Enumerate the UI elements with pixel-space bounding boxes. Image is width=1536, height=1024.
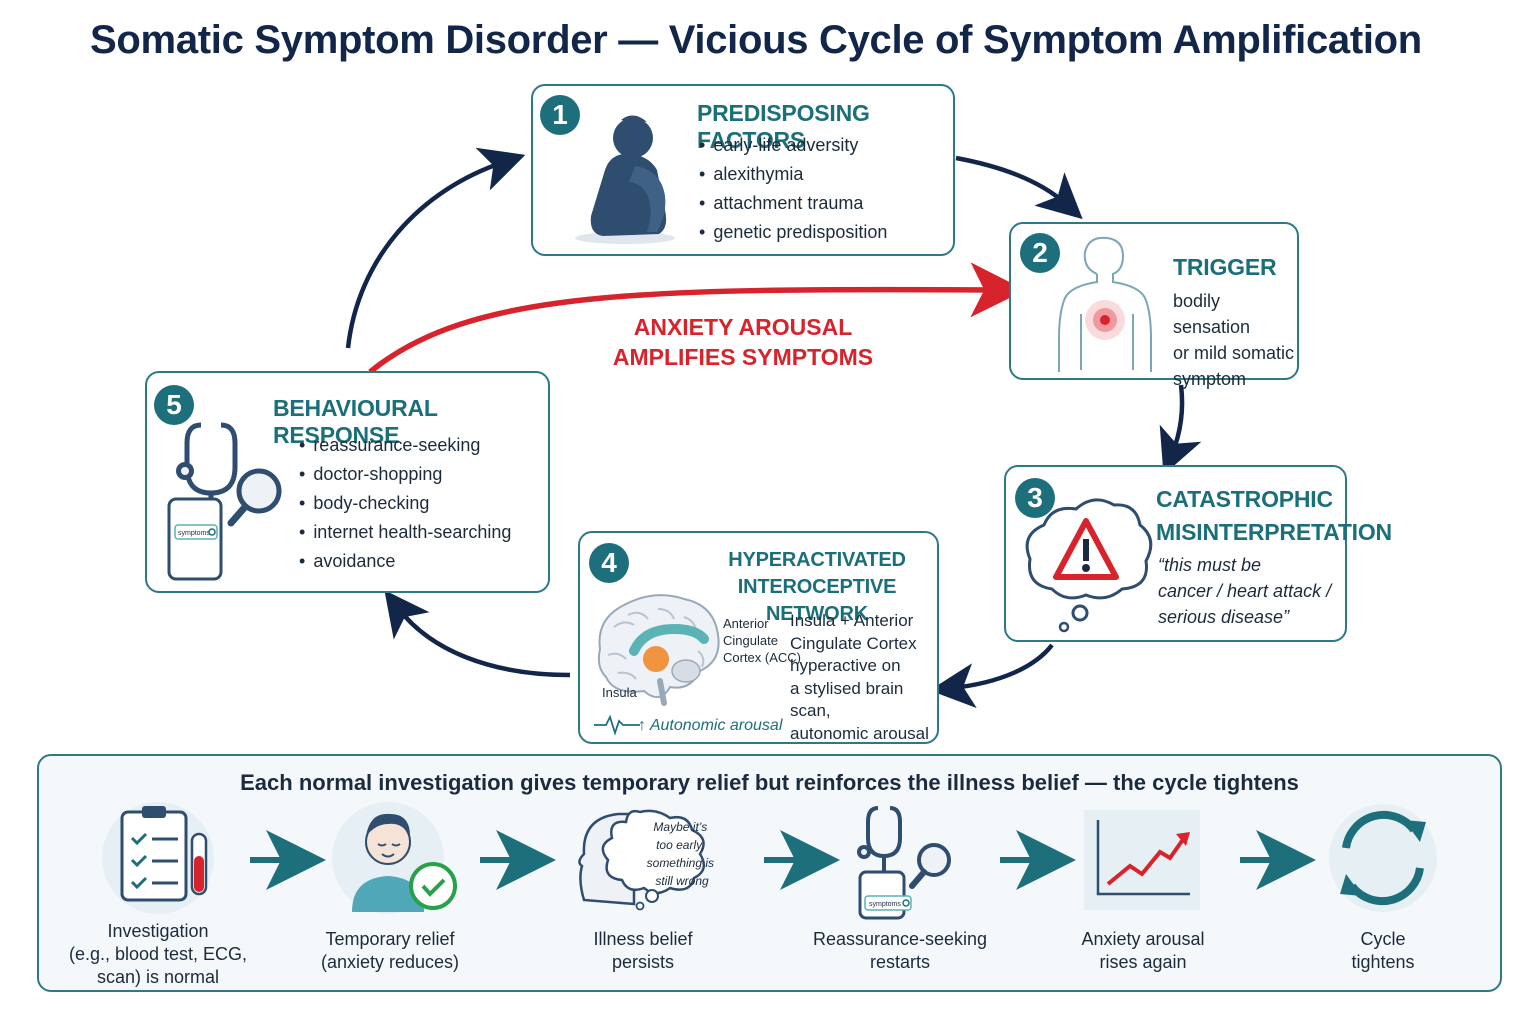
caption-line: Illness belief (593, 929, 693, 949)
step-2-text: bodily sensation or mild somatic symptom (1173, 288, 1297, 392)
arrow-amplification (368, 262, 1026, 375)
step-3-quote: “this must be cancer / heart attack / se… (1158, 552, 1331, 630)
step-3-heading-line: MISINTERPRETATION (1156, 519, 1392, 545)
step-2-card: 2 TRIGGER bodily sensation or mild somat… (1009, 222, 1299, 389)
step-3-card: 3 CATASTROPHIC MISINTERPRETATION “this m… (1004, 465, 1392, 642)
step-4-line: Cingulate Cortex (790, 633, 917, 653)
step-1-item: alexithymia (699, 160, 887, 189)
caption-line: rises again (1099, 952, 1187, 972)
acc-label-line: Cingulate (723, 633, 778, 648)
step-3-number: 3 (1015, 478, 1055, 518)
step-4-text: Insula + Anterior Cingulate Cortex hyper… (790, 610, 937, 745)
step-4-heading-line: HYPERACTIVATED (728, 549, 906, 571)
acc-label-line: Anterior (723, 616, 769, 631)
acc-label-line: Cortex (ACC) (723, 650, 802, 665)
caption-line: persists (611, 952, 674, 972)
step-4-heading: HYPERACTIVATED INTEROCEPTIVE NETWORK (702, 547, 932, 628)
step-1-item: early-life adversity (699, 131, 887, 160)
phone-search-text: symptoms (178, 530, 210, 537)
cycle-arrows (345, 147, 1202, 709)
caption-line: tightens (1351, 952, 1415, 972)
step-2-line: or mild somatic (1173, 343, 1295, 363)
autonomic-arousal-label: ↑ Autonomic arousal (638, 717, 783, 734)
caption-anxiety-arousal: Anxiety arousal rises again (1043, 928, 1243, 974)
thought-line: still wrong (655, 874, 709, 888)
caption-line: (e.g., blood test, ECG, (68, 944, 248, 964)
step-5-item: reassurance-seeking (299, 431, 511, 460)
head-thought-bubble-icon: Maybe it’s too early, something is still… (578, 809, 718, 911)
arrow-1-to-2 (955, 155, 1083, 220)
caption-line: restarts (869, 952, 930, 972)
caption-line: Investigation (107, 921, 209, 941)
phone-search-text: symptoms (869, 901, 901, 908)
caption-line: Temporary relief (325, 929, 455, 949)
caption-line: Reassurance-seeking (812, 929, 988, 949)
thought-line: too early, (656, 838, 704, 852)
svg-text:Maybe it’s too early,: Maybe it’s too early, something is still… (647, 820, 718, 888)
clipboard-checklist-blood-tube-icon (102, 802, 214, 914)
step-3-quote-line: cancer / heart attack / (1158, 581, 1332, 601)
step-4-line: hyperactive on (790, 656, 901, 675)
caption-line: scan) is normal (96, 967, 220, 987)
arrow-4-to-5 (384, 590, 571, 678)
step-2-line: symptom (1173, 369, 1247, 389)
arrow-3-to-4 (929, 643, 1054, 709)
step-1-list: early-life adversity alexithymia attachm… (699, 131, 887, 247)
stethoscope-phone-search-icon: symptoms (857, 806, 951, 920)
amplification-label: ANXIETY AROUSAL AMPLIFIES SYMPTOMS (598, 312, 888, 372)
step-3-heading: CATASTROPHIC MISINTERPRETATION (1156, 483, 1392, 549)
pulse-line-icon (594, 714, 640, 736)
step-3-quote-line: “this must be (1158, 555, 1262, 575)
caption-line: Anxiety arousal (1081, 929, 1205, 949)
sitting-child-silhouette-icon (575, 115, 675, 244)
body-outline-chest-pain-icon (1058, 236, 1152, 372)
step-2-number: 2 (1020, 233, 1060, 273)
stethoscope-phone-magnifier-icon: symptoms (167, 422, 282, 581)
arrow-5-to-1 (345, 147, 526, 349)
step-4-heading-line: INTEROCEPTIVE NETWORK (737, 576, 897, 625)
brain-scan-icon (597, 594, 720, 706)
step-3-quote-line: serious disease” (1158, 607, 1290, 627)
insula-label: Insula (602, 685, 637, 700)
caption-temporary-relief: Temporary relief (anxiety reduces) (290, 928, 490, 974)
step-1-card: 1 PREDISPOSING FACTORS early-life advers… (531, 84, 955, 256)
step-5-item: doctor-shopping (299, 460, 511, 489)
step-5-number: 5 (154, 385, 194, 425)
step-2-line: bodily sensation (1173, 291, 1251, 337)
caption-illness-belief: Illness belief persists (543, 928, 743, 974)
relieved-person-checkmark-icon (332, 802, 457, 914)
caption-line: (anxiety reduces) (320, 952, 460, 972)
reinforcement-heading: Each normal investigation gives temporar… (240, 770, 1299, 795)
step-1-item: attachment trauma (699, 189, 887, 218)
step-5-item: internet health-searching (299, 518, 511, 547)
thought-line: something is (647, 856, 714, 870)
step-5-list: reassurance-seeking doctor-shopping body… (299, 431, 511, 576)
step-4-line: Insula + Anterior (790, 611, 914, 630)
warning-thought-cloud-icon (1025, 498, 1153, 633)
amplification-line-1: ANXIETY AROUSAL (633, 314, 853, 340)
step-4-number: 4 (589, 543, 629, 583)
step-5-card: 5 symptoms BEHAVIOURAL RESPONSE reassura… (145, 371, 550, 593)
caption-line: Cycle (1360, 929, 1406, 949)
caption-investigation: Investigation (e.g., blood test, ECG, sc… (58, 920, 258, 989)
step-4-line: autonomic arousal (790, 723, 929, 743)
thought-line: Maybe it’s (653, 820, 707, 834)
step-4-card: 4 HYPERACTIVATED INTEROCEPTIVE NETWORK A… (578, 531, 939, 744)
rising-line-chart-icon (1084, 810, 1200, 910)
circular-arrows-cycle-icon (1329, 804, 1437, 912)
caption-cycle-tightens: Cycle tightens (1283, 928, 1483, 974)
step-5-item: body-checking (299, 489, 511, 518)
step-3-heading-line: CATASTROPHIC (1156, 486, 1333, 512)
diagram-title: Somatic Symptom Disorder — Vicious Cycle… (90, 18, 1422, 62)
step-1-item: genetic predisposition (699, 218, 887, 247)
arrow-2-to-3 (1159, 384, 1202, 475)
step-2-heading: TRIGGER (1173, 254, 1277, 280)
step-1-number: 1 (540, 95, 580, 135)
caption-reassurance-seeking: Reassurance-seeking restarts (800, 928, 1000, 974)
acc-label: Anterior Cingulate Cortex (ACC) (723, 615, 801, 666)
amplification-line-2: AMPLIFIES SYMPTOMS (612, 344, 874, 370)
step-5-item: avoidance (299, 547, 511, 576)
step-4-line: a stylised brain scan, (790, 678, 904, 721)
